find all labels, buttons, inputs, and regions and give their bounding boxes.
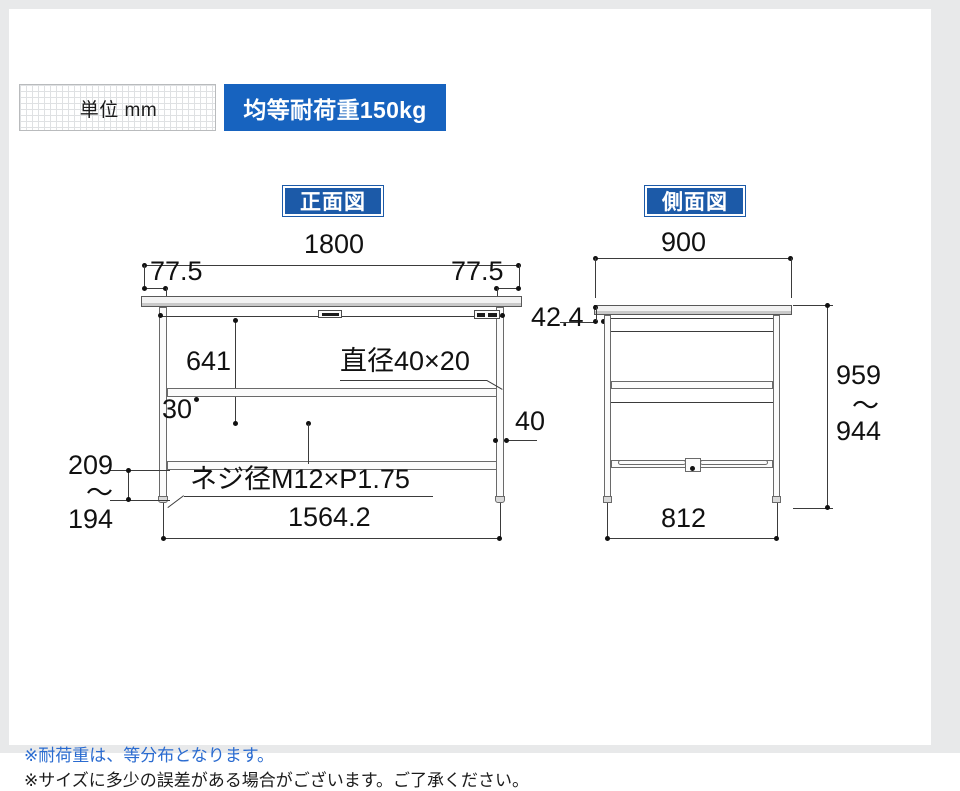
front-screw-note-underline [184, 496, 433, 497]
side-foot-left [603, 496, 612, 503]
side-view-title: 側面図 [644, 185, 746, 217]
front-adjuster-bottom-label: 194 [68, 504, 114, 534]
side-depth-ext-right [791, 258, 792, 298]
front-shelf-thickness-label: 30 [162, 394, 193, 424]
front-inset-left-label: 77.5 [150, 256, 203, 286]
front-foot-span-ext-right [500, 503, 501, 538]
side-leg-right [773, 315, 780, 500]
front-upper-shelf [167, 388, 497, 397]
front-inset-left-dot-a [142, 286, 147, 291]
front-inset-right-dim-line [497, 288, 519, 289]
front-inset-left-dim-line [144, 288, 166, 289]
front-leg-right [496, 307, 504, 500]
side-foot-span-ext-right [777, 503, 778, 538]
front-screw-note-label: ネジ径M12×P1.75 [190, 464, 410, 494]
front-leg-width-label: 40 [515, 406, 546, 436]
front-overall-width-label: 1800 [304, 229, 365, 259]
side-height-bottom-label: 944 [836, 416, 882, 446]
front-foot-left [158, 496, 168, 503]
side-upper-shelf [611, 381, 773, 389]
side-brace-center-plate [685, 458, 701, 472]
front-apron-dot-left [158, 313, 163, 318]
front-foot-span-ext-left [163, 503, 164, 538]
front-foot-span-dot-right [497, 536, 502, 541]
side-leg-left [604, 315, 611, 500]
side-height-tick-bottom [793, 508, 833, 509]
front-adjuster-dot-bottom [126, 497, 131, 502]
front-leg-width-dim-line [504, 440, 537, 441]
side-depth-dim-line [595, 258, 791, 259]
front-leg-width-dot-a [493, 438, 498, 443]
side-thickness-dot-edge [601, 319, 606, 324]
front-foot-right [495, 496, 505, 503]
side-thickness-label: 42.4 [531, 302, 584, 332]
side-thickness-dot-top [593, 305, 598, 310]
front-apron-dot-right [500, 313, 505, 318]
front-foot-span-dim-line [163, 538, 500, 539]
front-view-title: 正面図 [282, 185, 384, 217]
front-leg-width-dot-b [504, 438, 509, 443]
front-adjuster-dot-top [126, 468, 131, 473]
front-shelf-thickness-dot [194, 397, 199, 402]
bolt-hardware-icon-right [474, 310, 500, 319]
side-shelf-edge-line [611, 402, 773, 403]
side-height-tilde: 〜 [852, 391, 879, 421]
side-brace-center-dot [690, 466, 695, 471]
side-brace-left [618, 460, 686, 465]
front-shelf-height-dot-top [233, 318, 238, 323]
side-foot-span-label: 812 [661, 503, 707, 533]
side-depth-dot-right [788, 256, 793, 261]
front-tabletop [141, 296, 522, 307]
front-adjuster-dim-line [128, 470, 129, 500]
front-shelf-height-label: 641 [186, 346, 232, 376]
front-lower-shelf [167, 461, 497, 470]
side-foot-span-dot-left [605, 536, 610, 541]
front-shelf-height-dim-line [235, 320, 236, 424]
front-shelf-height-ext [308, 424, 309, 464]
front-foot-span-dot-left [161, 536, 166, 541]
side-foot-span-ext-left [607, 503, 608, 538]
side-thickness-dim-line [560, 322, 596, 323]
front-inset-right-dot-a [494, 286, 499, 291]
load-capacity-badge: 均等耐荷重150kg [224, 84, 446, 131]
front-adjuster-top-label: 209 [68, 450, 114, 480]
side-tabletop [594, 305, 792, 315]
side-brace-right [700, 460, 768, 465]
unit-label-box: 単位 mm [19, 84, 216, 131]
front-inset-right-dot-b [516, 286, 521, 291]
note-load-distribution: ※耐荷重は、等分布となります。 [24, 746, 275, 765]
side-depth-ext-left [595, 258, 596, 298]
front-tube-note-label: 直径40×20 [340, 346, 470, 376]
front-overall-ext-right [519, 265, 520, 290]
side-thickness-tick [596, 307, 597, 321]
side-height-top-label: 959 [836, 360, 882, 390]
front-shelf-height-mid-dot [306, 421, 311, 426]
unit-label-text: 単位 mm [79, 100, 158, 121]
side-foot-right [772, 496, 781, 503]
side-height-dot-top [825, 303, 830, 308]
side-height-dim-line [827, 305, 828, 508]
side-height-tick-top [793, 305, 833, 306]
side-foot-span-dot-right [774, 536, 779, 541]
note-size-tolerance: ※サイズに多少の誤差がある場合がございます。ご了承ください。 [24, 771, 530, 790]
front-overall-dim-dot-right [516, 263, 521, 268]
front-adjuster-tilde: 〜 [86, 478, 113, 508]
side-depth-label: 900 [661, 227, 707, 257]
front-overall-dim-line [144, 265, 519, 266]
side-apron-line-top [611, 318, 773, 319]
front-adjuster-top-tick [110, 470, 170, 471]
front-tube-note-underline [340, 380, 487, 381]
notes-sheet [0, 753, 960, 791]
front-adjuster-bottom-tick [110, 500, 170, 501]
front-overall-ext-left [144, 265, 145, 290]
side-thickness-dot-bottom [593, 319, 598, 324]
side-height-dot-bottom [825, 505, 830, 510]
bolt-hardware-icon-center [318, 310, 342, 318]
front-shelf-height-dot-bottom [233, 421, 238, 426]
side-apron-line-bottom [611, 331, 773, 332]
front-inset-left-dot-b [163, 286, 168, 291]
front-inset-right-label: 77.5 [451, 256, 504, 286]
side-foot-span-dim-line [607, 538, 777, 539]
front-foot-span-label: 1564.2 [288, 502, 371, 532]
